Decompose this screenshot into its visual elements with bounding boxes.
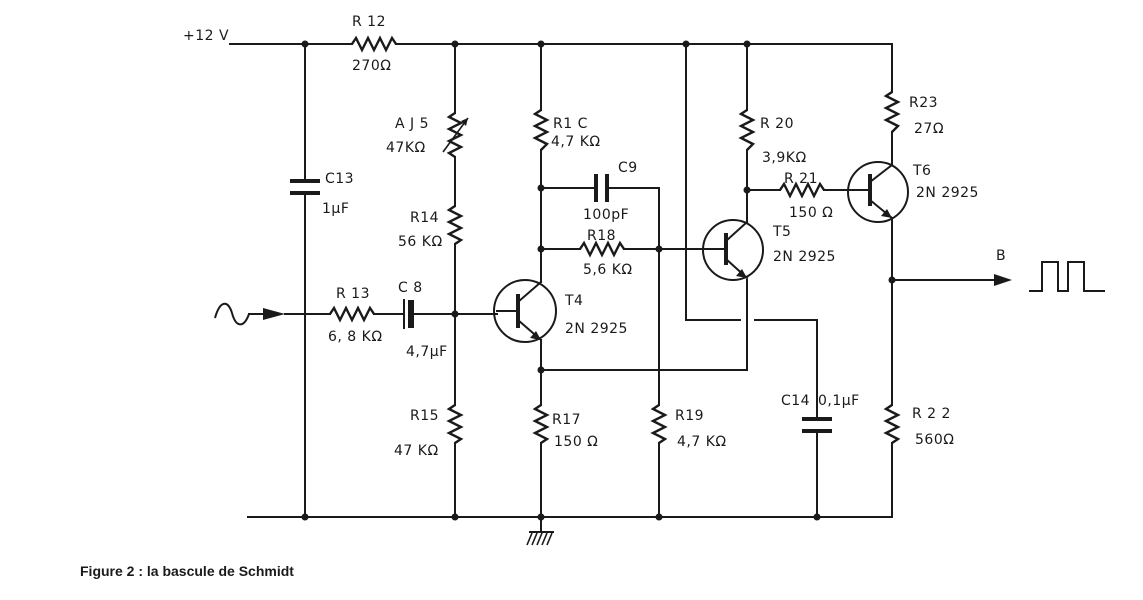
r13-resistor-icon bbox=[329, 305, 375, 323]
c9-capacitor-icon bbox=[594, 174, 609, 202]
aj5-name: A J 5 bbox=[395, 116, 429, 132]
t6-name: T6 bbox=[912, 163, 931, 179]
t6-transistor-icon bbox=[847, 161, 909, 223]
c14-name: C14 bbox=[781, 393, 810, 409]
junction-dots bbox=[301, 40, 896, 521]
r16-resistor-icon bbox=[532, 109, 550, 151]
r14-name: R14 bbox=[410, 210, 439, 226]
r18-resistor-icon bbox=[579, 240, 625, 258]
r13-name: R 13 bbox=[336, 286, 370, 302]
r15-resistor-icon bbox=[446, 404, 464, 444]
r17-name: R17 bbox=[552, 412, 581, 428]
r16-value: 4,7 KΩ bbox=[551, 134, 601, 150]
output-label: B bbox=[996, 248, 1006, 264]
r19-resistor-icon bbox=[650, 404, 668, 444]
r20-value: 3,9KΩ bbox=[762, 150, 807, 166]
t5-transistor-icon bbox=[702, 219, 764, 281]
supply-label: +12 V bbox=[183, 28, 229, 44]
aj5-potentiometer-icon bbox=[446, 112, 464, 158]
r17-resistor-icon bbox=[532, 404, 550, 444]
c9-name: C9 bbox=[618, 160, 638, 176]
c8-name: C 8 bbox=[398, 280, 423, 296]
c14-value: 0,1µF bbox=[818, 393, 860, 409]
r20-resistor-icon bbox=[738, 109, 756, 151]
c9-value: 100pF bbox=[583, 207, 629, 223]
r19-value: 4,7 KΩ bbox=[677, 434, 727, 450]
square-wave-output-icon bbox=[1029, 261, 1105, 292]
aj5-value: 47KΩ bbox=[386, 140, 426, 156]
t5-name: T5 bbox=[772, 224, 791, 240]
r20-name: R 20 bbox=[760, 116, 794, 132]
r21-value: 150 Ω bbox=[789, 205, 833, 221]
r23-value: 27Ω bbox=[914, 121, 944, 137]
r14-value: 56 KΩ bbox=[398, 234, 443, 250]
r21-name: R 21 bbox=[784, 171, 818, 187]
c14-capacitor-icon bbox=[802, 417, 832, 433]
aj5-adjust-arrow-icon bbox=[442, 117, 469, 153]
sine-input-icon bbox=[214, 302, 250, 326]
r22-name: R 2 2 bbox=[912, 406, 951, 422]
c13-capacitor-icon bbox=[290, 179, 320, 195]
t4-transistor-icon bbox=[493, 279, 557, 343]
r12-value: 270Ω bbox=[352, 58, 391, 74]
r16-name: R1 C bbox=[553, 116, 588, 132]
figure-caption: Figure 2 : la bascule de Schmidt bbox=[80, 563, 294, 579]
r23-resistor-icon bbox=[883, 91, 901, 133]
r23-name: R23 bbox=[909, 95, 938, 111]
r14-resistor-icon bbox=[446, 205, 464, 245]
r15-value: 47 KΩ bbox=[394, 443, 439, 459]
c13-name: C13 bbox=[325, 171, 354, 187]
input-arrow-icon bbox=[263, 308, 285, 320]
ground-symbol-icon bbox=[526, 531, 554, 546]
r22-resistor-icon bbox=[883, 404, 901, 444]
r18-name: R18 bbox=[587, 228, 616, 244]
ground-rail bbox=[247, 516, 893, 531]
c8-value: 4,7µF bbox=[406, 344, 448, 360]
r17-value: 150 Ω bbox=[554, 434, 598, 450]
r15-name: R15 bbox=[410, 408, 439, 424]
r12-name: R 12 bbox=[352, 14, 386, 30]
r18-value: 5,6 KΩ bbox=[583, 262, 633, 278]
t4-name: T4 bbox=[564, 293, 583, 309]
r21-resistor-icon bbox=[779, 181, 825, 199]
c13-value: 1µF bbox=[322, 201, 349, 217]
output-arrow-icon bbox=[994, 274, 1012, 286]
r12-resistor-icon bbox=[351, 35, 397, 53]
t6-value: 2N 2925 bbox=[916, 185, 979, 201]
c8-capacitor-icon bbox=[403, 299, 414, 329]
r22-value: 560Ω bbox=[915, 432, 954, 448]
t4-value: 2N 2925 bbox=[565, 321, 628, 337]
r19-name: R19 bbox=[675, 408, 704, 424]
r13-value: 6, 8 KΩ bbox=[328, 329, 383, 345]
t5-value: 2N 2925 bbox=[773, 249, 836, 265]
